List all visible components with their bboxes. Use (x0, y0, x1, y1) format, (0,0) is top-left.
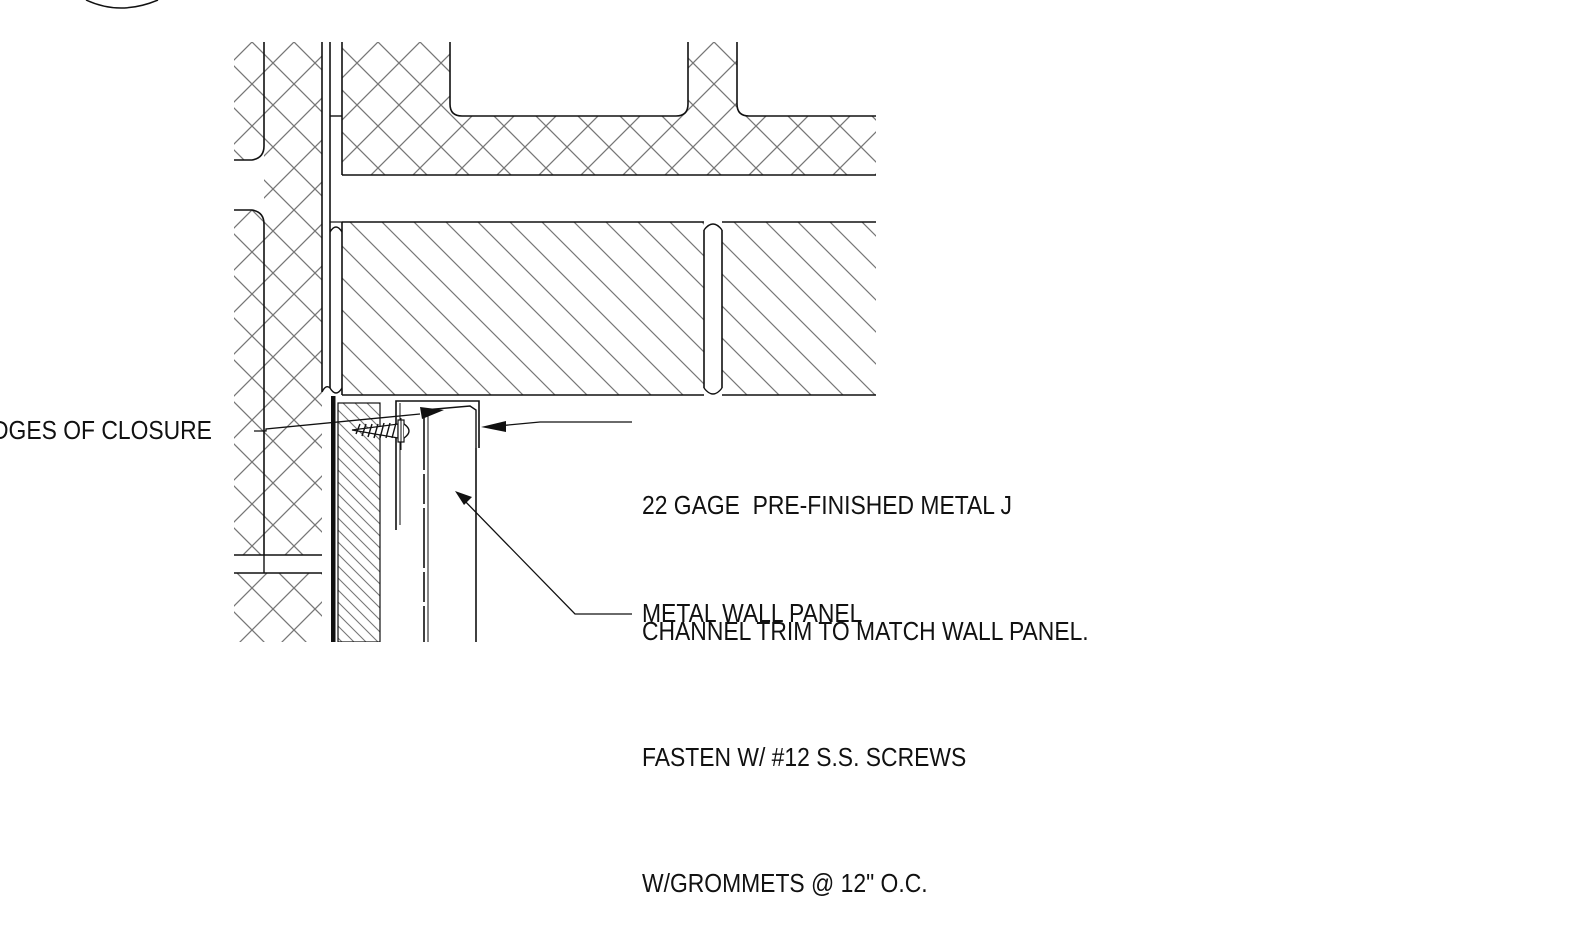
note-metal-wall-panel: METAL WALL PANEL (642, 598, 863, 628)
note-line: FASTEN W/ #12 S.S. SCREWS (642, 742, 967, 772)
brick-course (329, 221, 876, 396)
j-channel-trim (395, 400, 480, 530)
metal-wall-panel (423, 410, 477, 642)
left-block-insulation (234, 42, 323, 642)
leader-closure (254, 407, 444, 432)
note-line: W/GROMMETS @ 12" O.C. (642, 868, 928, 898)
detail-bubble (85, 0, 159, 9)
note-line: CHANNEL TRIM TO MATCH WALL PANEL. (642, 616, 1089, 646)
leader-jtrim (481, 421, 632, 432)
note-closure-edges: DGES OF CLOSURE (0, 415, 212, 445)
closure-strip (331, 396, 381, 642)
section-detail-drawing (85, 0, 876, 642)
screw-icon (351, 418, 410, 450)
note-j-channel-trim: 22 GAGE PRE-FINISHED METAL J CHANNEL TRI… (642, 400, 1089, 946)
upper-block-insulation (330, 42, 876, 176)
cavity-lines (321, 42, 331, 393)
leader-panel (455, 491, 632, 615)
note-line: 22 GAGE PRE-FINISHED METAL J (642, 490, 1012, 520)
